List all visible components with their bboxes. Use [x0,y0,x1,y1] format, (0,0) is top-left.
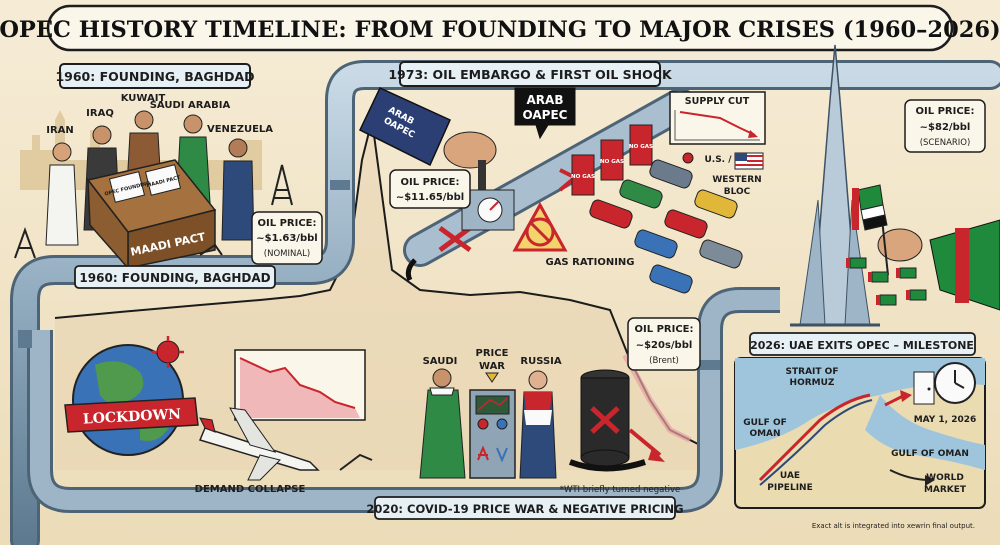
svg-text:OIL PRICE:: OIL PRICE: [635,324,694,335]
oil-derrick-icon [14,227,36,259]
price-drop-red [622,353,692,443]
svg-text:PIPELINE: PIPELINE [767,483,812,493]
footer-note: Exact alt is integrated into xewrin fina… [812,522,975,530]
uae-milestone-banner: 2026: UAE EXITS OPEC – MILESTONE [750,339,974,352]
svg-text:MARKET: MARKET [924,485,967,495]
svg-text:BLOC: BLOC [724,187,751,197]
title-banner: OPEC HISTORY TIMELINE: FROM FOUNDING TO … [0,4,1000,52]
embargo-banner: 1973: OIL EMBARGO & FIRST OIL SHOCK [388,67,673,82]
svg-text:SUPPLY CUT: SUPPLY CUT [685,96,750,107]
svg-text:(Brent): (Brent) [649,356,679,366]
page-title: OPEC HISTORY TIMELINE: FROM FOUNDING TO … [0,17,1000,43]
uae-price-callout: OIL PRICE: ~$82/bbl (SCENARIO) [904,99,986,153]
demand-chart [234,349,366,421]
demand-collapse-label: DEMAND COLLAPSE [195,484,306,495]
virus-icon [156,340,180,364]
oil-barrel-icon [568,369,646,472]
svg-text:OIL PRICE:: OIL PRICE: [258,218,317,229]
covid-price-callout: OIL PRICE: ~$20s/bbl (Brent) [627,317,701,371]
svg-text:OIL PRICE:: OIL PRICE: [916,106,975,117]
founding-section: 1960: FOUNDING, BAGHDAD IRAN IRAQ KUWAIT… [14,63,323,289]
svg-text:STRAIT OF: STRAIT OF [786,367,839,377]
car-queue [589,159,743,294]
stop-icon [682,152,694,164]
small-uae-flags [846,257,927,306]
svg-text:U.S. /: U.S. / [704,155,732,165]
country-kuwait: KUWAIT [121,93,166,104]
covid-pipe-label: 2020: COVID-19 PRICE WAR & NEGATIVE PRIC… [366,502,683,516]
covid-section: LOCKDOWN DEMAND COLLAPSE SAUDI PRICE WAR… [64,317,701,520]
svg-text:NO GAS: NO GAS [571,174,595,180]
svg-text:SAUDI: SAUDI [423,356,458,367]
warning-sign-icon [512,201,568,252]
country-iran: IRAN [46,125,74,136]
svg-text:OIL PRICE:: OIL PRICE: [401,177,460,188]
gas-rationing-label: GAS RATIONING [545,257,634,268]
hand [443,131,497,169]
svg-text:WORLD: WORLD [926,473,964,483]
svg-text:MAY 1, 2026: MAY 1, 2026 [914,415,977,425]
svg-text:NO GAS: NO GAS [629,144,653,150]
svg-text:PRICE: PRICE [476,348,509,359]
price-war-console [469,389,516,479]
exit-door-icon [913,371,935,405]
svg-text:~$1.63/bbl: ~$1.63/bbl [256,233,317,244]
founding-desk: OPEC FOUNDING MAADI PACT MAADI PACT [86,159,217,270]
svg-text:LOCKDOWN: LOCKDOWN [82,406,181,427]
pumpjack-icon [199,243,223,256]
oapec-sleeve [359,87,451,167]
uae-section: OIL PRICE: ~$82/bbl (SCENARIO) 2026: UAE… [734,44,1000,509]
gas-pumps: NO GAS NO GAS NO GAS [571,124,653,196]
svg-text:OMAN: OMAN [749,429,780,439]
embargo-section: 1973: OIL EMBARGO & FIRST OIL SHOCK ARAB… [359,61,766,294]
founding-banner: 1960: FOUNDING, BAGHDAD [55,69,254,84]
wti-footnote: *WTI briefly turned negative [560,485,681,495]
svg-text:WESTERN: WESTERN [712,175,761,185]
svg-text:~$82/bbl: ~$82/bbl [920,122,971,133]
country-iraq: IRAQ [86,108,114,119]
hormuz-map [734,357,986,509]
valve-lever [478,160,486,195]
oapec-callout: ARAB OAPEC [514,87,576,140]
price-war-figures [419,368,557,479]
founding-pipe-label: 1960: FOUNDING, BAGHDAD [79,271,270,285]
svg-text:~$11.65/bbl: ~$11.65/bbl [396,192,464,203]
airplane-icon [198,407,320,481]
embargo-price-callout: OIL PRICE: ~$11.65/bbl [389,169,471,209]
svg-text:ARAB: ARAB [527,93,564,107]
svg-text:GULF OF: GULF OF [743,418,787,428]
svg-text:GULF OF OMAN: GULF OF OMAN [891,449,969,459]
svg-text:~$20s/bbl: ~$20s/bbl [636,340,693,351]
svg-text:(NOMINAL): (NOMINAL) [264,249,310,259]
oil-derrick-icon [271,164,293,206]
svg-text:OAPEC: OAPEC [523,108,568,122]
svg-text:WAR: WAR [479,361,505,372]
country-venezuela: VENEZUELA [207,124,273,135]
svg-text:NO GAS: NO GAS [600,159,624,165]
svg-text:HORMUZ: HORMUZ [790,378,835,388]
svg-text:UAE: UAE [780,471,800,481]
country-saudi-arabia: SAUDI ARABIA [150,100,231,111]
founding-price-callout: OIL PRICE: ~$1.63/bbl (NOMINAL) [251,211,323,265]
lockdown-banner [64,397,199,433]
supply-cut-chart: SUPPLY CUT [669,91,766,145]
uae-flag-hand [852,184,1000,311]
svg-text:(SCENARIO): (SCENARIO) [920,138,971,148]
svg-text:RUSSIA: RUSSIA [520,356,561,367]
